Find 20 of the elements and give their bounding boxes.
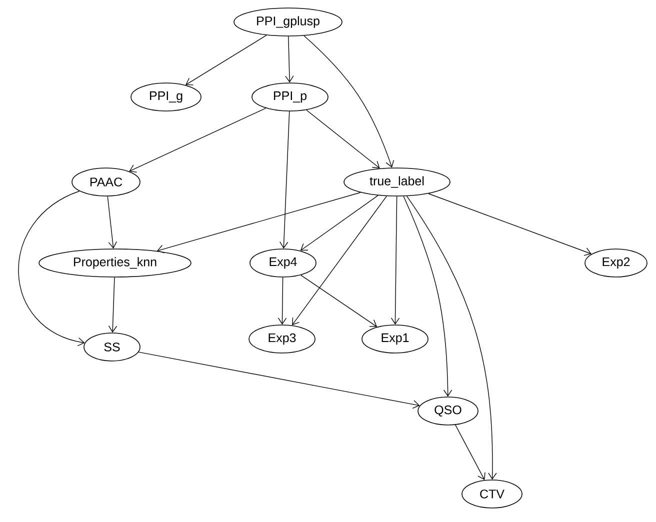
arrow: [300, 195, 378, 251]
arrow: [186, 34, 267, 86]
arrow: [403, 196, 452, 397]
arrow: [292, 196, 387, 326]
arrow: [285, 36, 294, 83]
arrow: [306, 110, 380, 168]
arrow: [278, 277, 287, 325]
arrow: [428, 193, 592, 256]
arrow: [455, 424, 486, 480]
arrow: [138, 352, 420, 409]
arrow: [18, 190, 85, 346]
arrow: [108, 277, 118, 333]
arrow: [156, 192, 361, 254]
arrow: [107, 196, 117, 249]
arrow: [406, 196, 497, 480]
arrow: [280, 111, 290, 249]
arrow: [390, 196, 400, 325]
arrow: [129, 108, 266, 173]
arrow: [304, 35, 394, 168]
arrow: [300, 274, 378, 327]
